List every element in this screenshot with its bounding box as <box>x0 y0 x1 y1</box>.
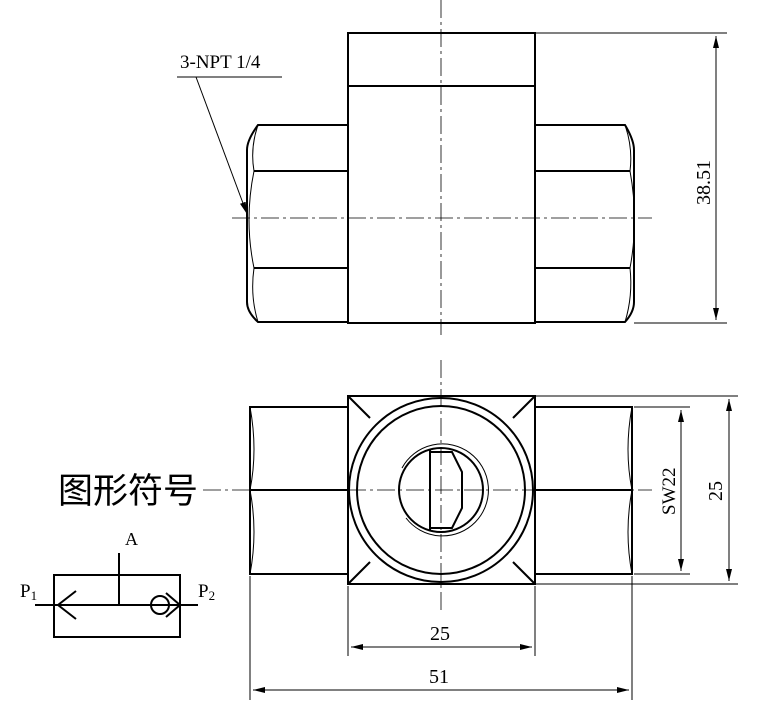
body-height-dimension-label: 25 <box>705 481 727 501</box>
front-left-hex-arc-2 <box>249 489 255 575</box>
right-hex-arc-2 <box>629 170 635 269</box>
symbol-port-p2-sub: 2 <box>209 588 216 603</box>
body-corner-bl <box>347 561 371 585</box>
right-hex-boss <box>535 124 635 323</box>
body-corner-tl <box>347 395 371 419</box>
symbol-title: 图形符号 <box>58 472 198 512</box>
thread-callout-label: 3-NPT 1/4 <box>180 52 261 73</box>
left-hex-arc-1 <box>252 124 259 172</box>
thread-leader-line <box>195 76 248 215</box>
symbol-check-ball-icon <box>150 595 170 615</box>
hydraulic-symbol: 图形符号 A P1 P2 <box>20 472 215 638</box>
port-bore-circle <box>398 447 484 533</box>
body-corner-tr <box>512 395 536 419</box>
port-counterbore-circle <box>356 405 526 575</box>
symbol-flow-arrow-icon <box>56 590 77 620</box>
left-hex-boss <box>246 124 348 323</box>
body-corner-br <box>512 561 536 585</box>
total-length-dimension-label: 51 <box>429 666 449 688</box>
front-view: SW22 25 25 51 <box>203 360 738 700</box>
sw22-dimension-label: SW22 <box>659 468 680 516</box>
symbol-port-p1-main: P <box>20 581 31 602</box>
symbol-check-seat-icon <box>165 592 182 618</box>
top-view-body <box>347 85 536 324</box>
left-hex-arc-2 <box>248 170 255 269</box>
front-right-hex-arc-2 <box>627 489 633 575</box>
top-view: 3-NPT 1/4 38.51 <box>177 0 727 335</box>
port-thread-arc <box>401 443 489 537</box>
front-right-hex-arc-1 <box>627 406 633 491</box>
left-hex-arc-3 <box>252 267 259 323</box>
front-left-hex-arc-1 <box>249 406 255 491</box>
symbol-port-p2-main: P <box>198 581 209 602</box>
symbol-port-p2-label: P2 <box>198 581 215 603</box>
right-hex-arc-1 <box>624 124 632 172</box>
height-dimension-label: 38.51 <box>693 160 715 205</box>
right-hex-arc-3 <box>624 267 632 323</box>
symbol-port-p1-label: P1 <box>20 581 37 603</box>
top-port-boss <box>347 32 536 87</box>
symbol-port-p1-sub: 1 <box>31 588 38 603</box>
port-ball-seat <box>430 451 463 529</box>
body-width-dimension-label: 25 <box>430 623 450 645</box>
port-outer-circle <box>348 397 534 583</box>
symbol-port-a-label: A <box>125 529 138 549</box>
